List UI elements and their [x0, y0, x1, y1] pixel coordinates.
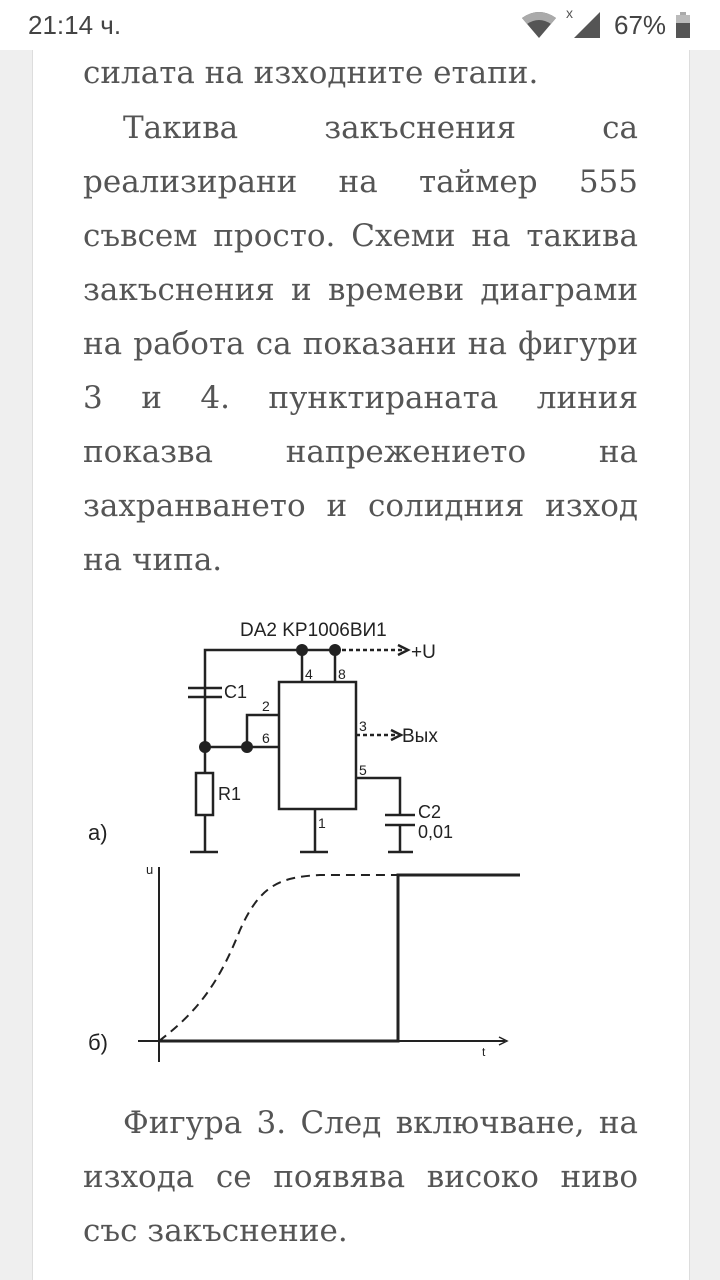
c2-value: 0,01 [418, 822, 453, 842]
node-dot [241, 741, 253, 753]
part-b-label: б) [88, 1030, 108, 1055]
svg-text:x: x [566, 6, 573, 21]
r1-label: R1 [218, 784, 241, 804]
article-body: Такива закъснения са реализирани на тайм… [83, 101, 638, 587]
pin-label: 1 [318, 815, 326, 831]
figure-caption-block: Фигура 3. След включване, на изхода се п… [83, 1096, 638, 1258]
axis-u-label: u [146, 862, 153, 877]
battery-percent: 67% [614, 10, 667, 40]
c1-label: C1 [224, 682, 247, 702]
pin-label: 8 [338, 666, 346, 682]
axis-t-label: t [482, 1045, 486, 1059]
pin-label: 5 [359, 762, 367, 778]
pin-label: 6 [262, 730, 270, 746]
node-dot [296, 644, 308, 656]
pin-label: 2 [262, 698, 270, 714]
wifi-icon [522, 12, 556, 38]
figure-caption: Фигура 3. След включване, на изхода се п… [83, 1105, 638, 1249]
supply-label: +U [411, 642, 436, 663]
clock: 21:14 ч. [28, 10, 122, 40]
text-fragment: силата на изходните етапи. [83, 55, 539, 91]
battery-icon [676, 12, 690, 38]
pin-label: 4 [305, 666, 313, 682]
status-bar: 21:14 ч. x 67% [0, 0, 720, 50]
part-a-label: а) [88, 820, 108, 845]
output-label: Вых [402, 726, 438, 747]
signal-icon: x [566, 6, 600, 38]
chip-label: DA2 KP1006ВИ1 [240, 620, 387, 641]
paragraph: Такива закъснения са реализирани на тайм… [83, 110, 638, 578]
node-dot [199, 741, 211, 753]
node-dot [329, 644, 341, 656]
pin-label: 3 [359, 718, 367, 734]
article-card [32, 0, 690, 1280]
c2-label: C2 [418, 802, 441, 822]
